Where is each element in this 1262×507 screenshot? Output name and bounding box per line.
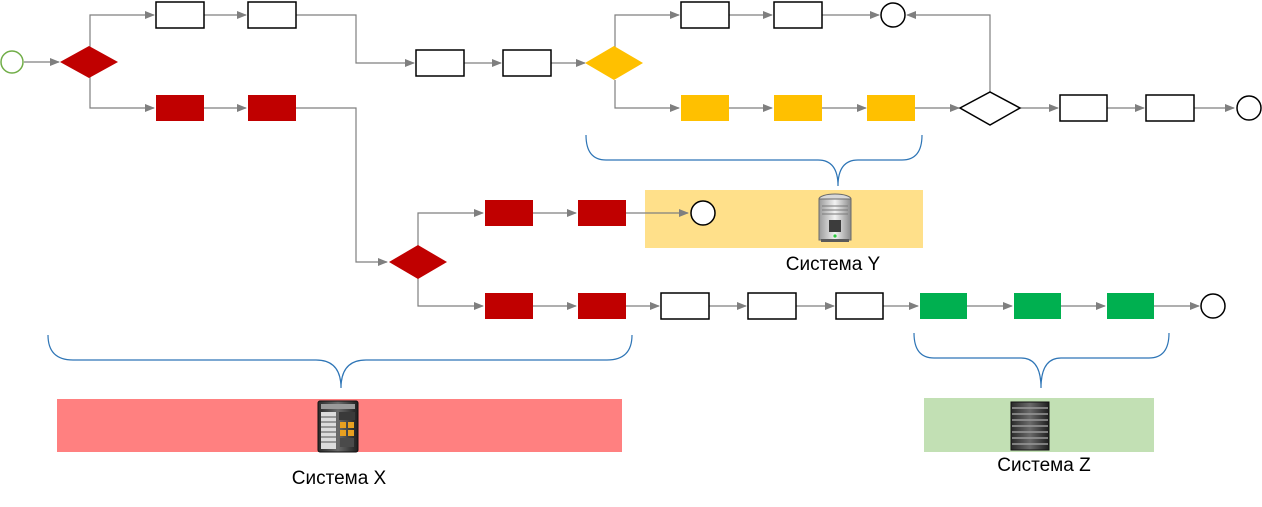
- system-y-band: [645, 190, 923, 248]
- task: [156, 95, 204, 121]
- task: [248, 95, 296, 121]
- task: [681, 95, 729, 121]
- task: [660, 292, 710, 320]
- gateway-start: [60, 46, 118, 78]
- server-rack-icon: [317, 400, 359, 453]
- task: [835, 292, 884, 320]
- tasks-system-y: [681, 95, 915, 121]
- task: [578, 200, 626, 226]
- system-y-brace: [585, 134, 923, 187]
- task: [247, 1, 297, 29]
- end-event-top: [880, 2, 906, 28]
- gateway-red-lower: [389, 245, 447, 279]
- end-event-system-y: [690, 200, 716, 226]
- task: [1014, 293, 1061, 319]
- task: [578, 293, 626, 319]
- server-tower-icon: [818, 193, 852, 242]
- end-event-bottom: [1200, 293, 1226, 319]
- task: [485, 200, 533, 226]
- gateway-amber: [585, 46, 643, 80]
- system-x-brace: [47, 334, 633, 389]
- gateway-merge: [958, 91, 1022, 126]
- task: [773, 1, 823, 29]
- server-stack-icon: [1010, 401, 1050, 451]
- task: [502, 49, 552, 77]
- task: [680, 1, 730, 29]
- task: [867, 95, 915, 121]
- task: [1107, 293, 1154, 319]
- task: [774, 95, 822, 121]
- task: [485, 293, 533, 319]
- task: [920, 293, 967, 319]
- tasks-system-z: [920, 293, 1154, 319]
- system-y-label: Система Y: [786, 254, 881, 275]
- sequence-flows: [24, 11, 1235, 310]
- system-z-brace: [913, 332, 1170, 389]
- start-event: [0, 50, 24, 74]
- end-event-right: [1236, 95, 1262, 121]
- task: [1145, 94, 1195, 122]
- tasks-unassigned: [155, 1, 1195, 320]
- task: [1059, 94, 1108, 122]
- system-z-label: Система Z: [997, 455, 1091, 476]
- task: [747, 292, 797, 320]
- tasks-system-x: [156, 95, 626, 319]
- task: [155, 1, 205, 29]
- system-x-label: Система X: [292, 468, 387, 489]
- task: [415, 49, 465, 77]
